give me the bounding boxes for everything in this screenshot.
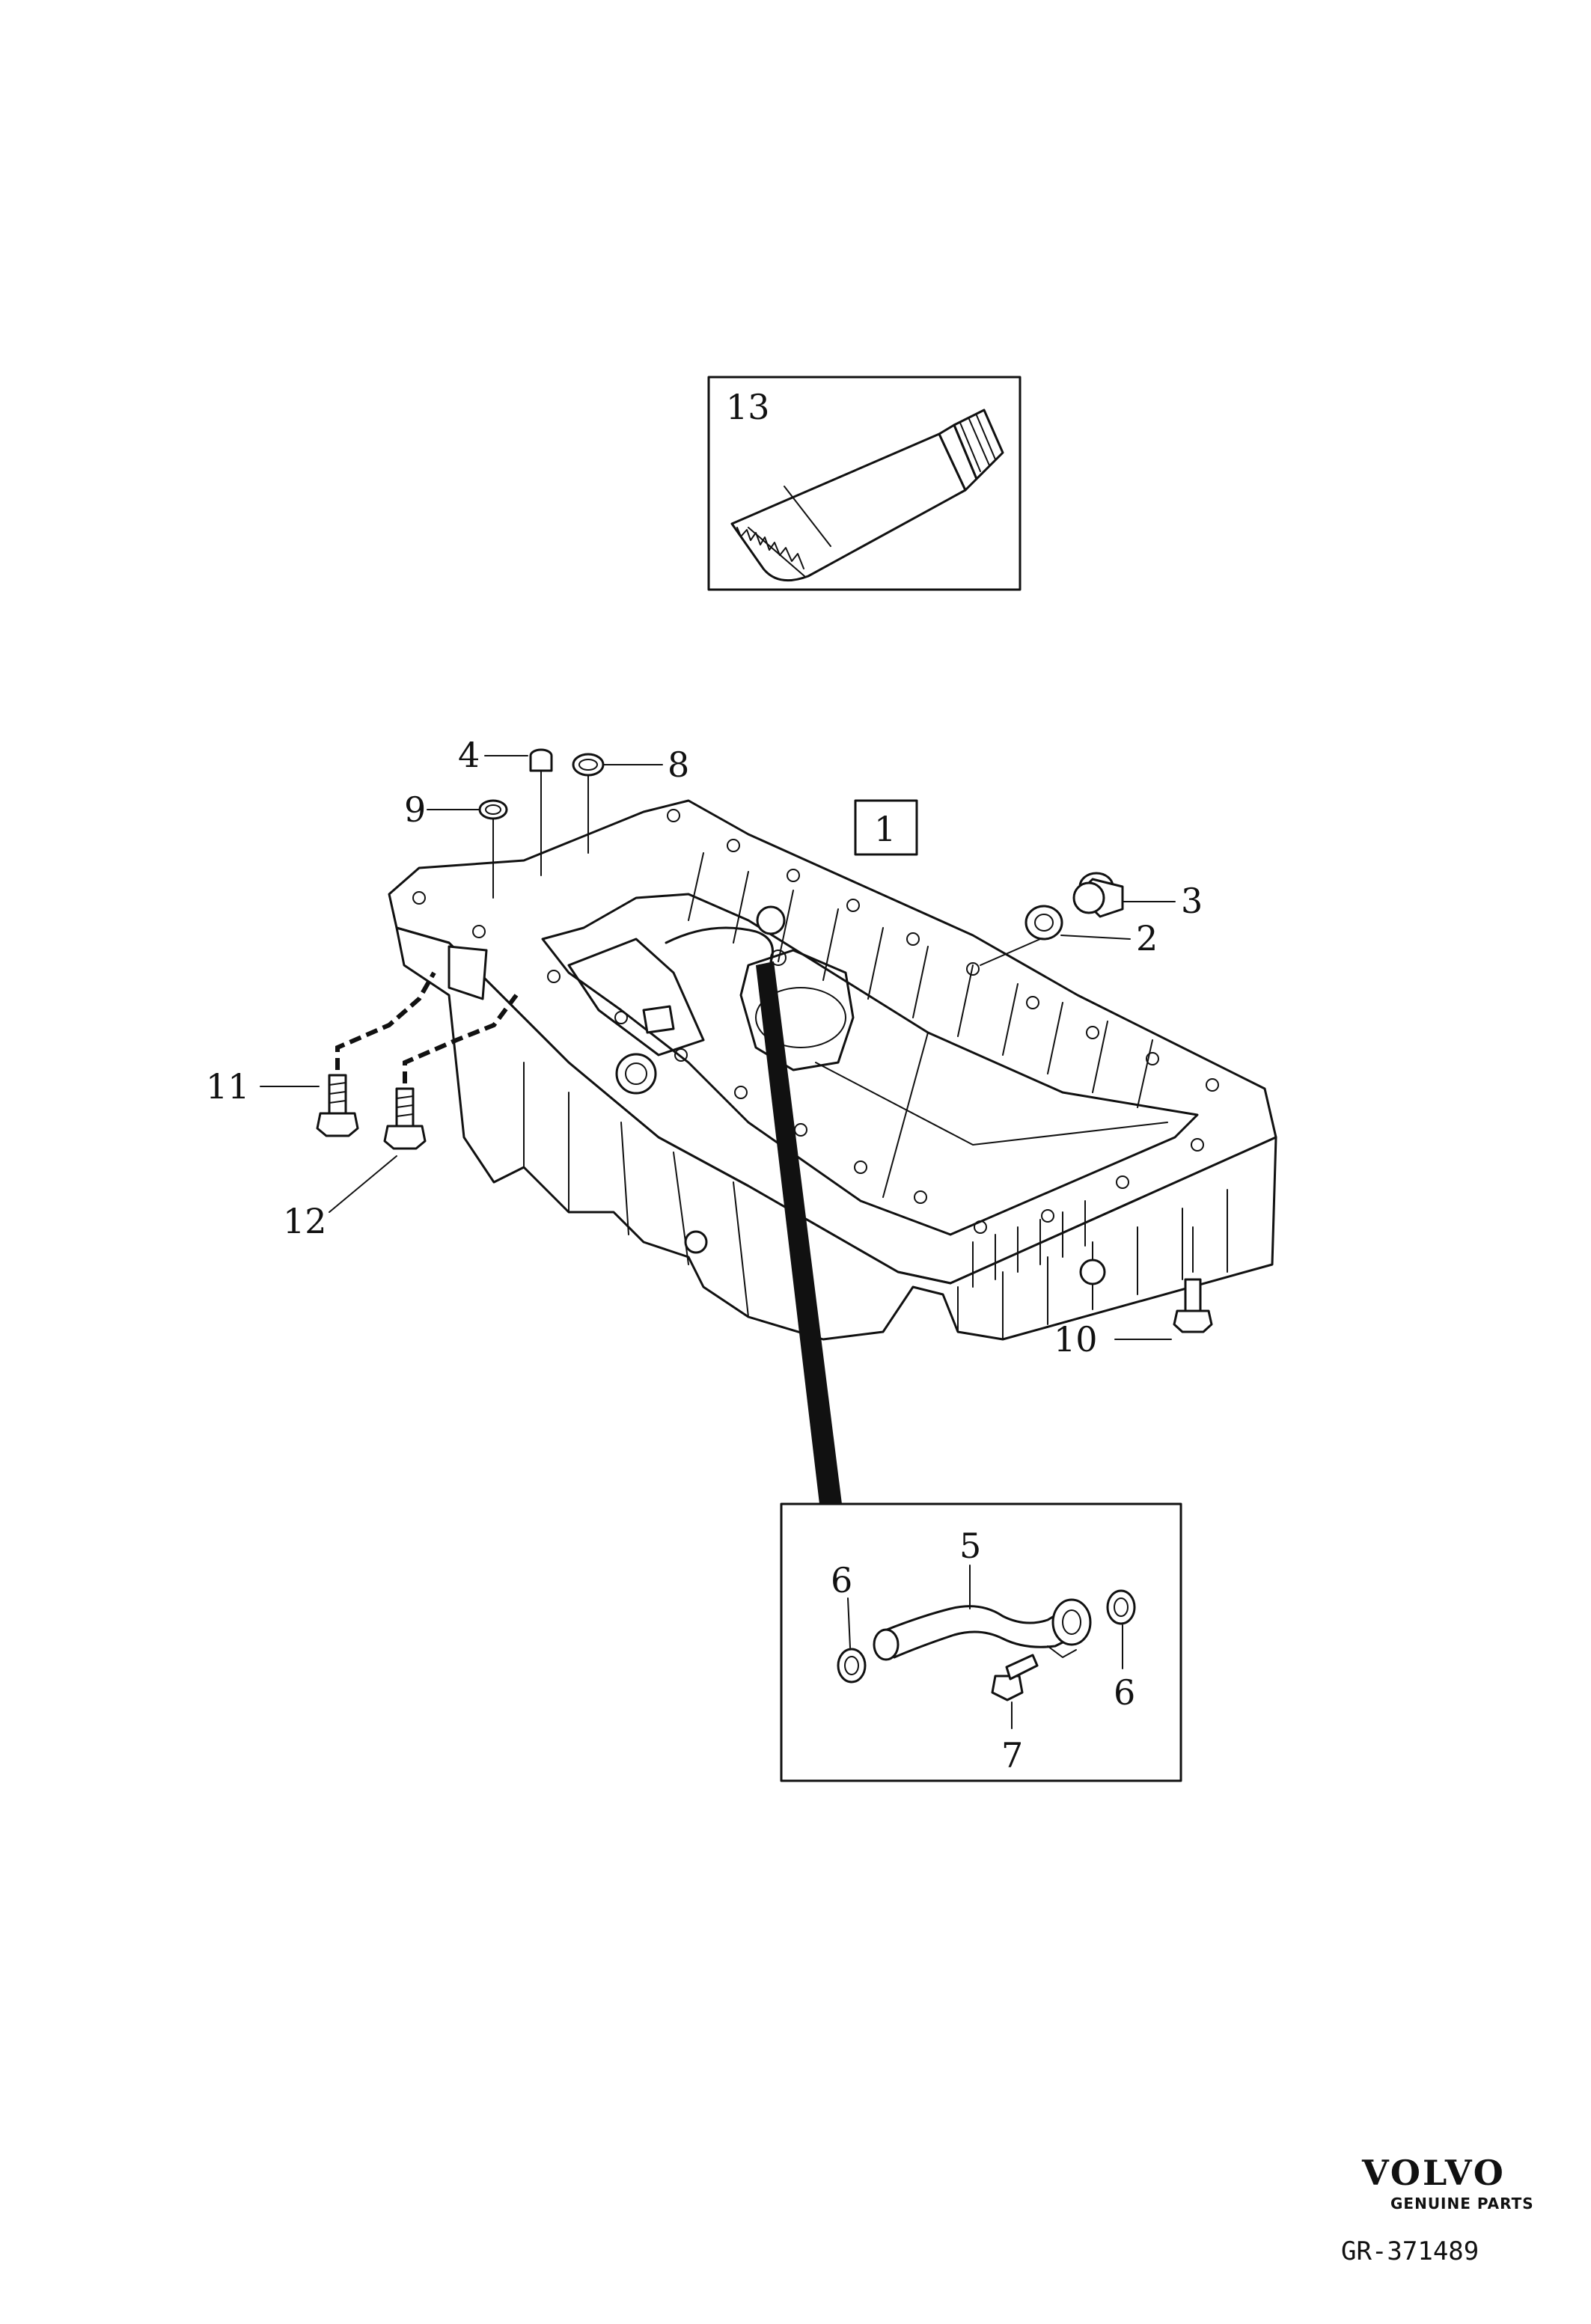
bolt-icon [316, 1074, 359, 1137]
inset-frame-oil-pipe [780, 1502, 1182, 1782]
bolt-icon [529, 748, 553, 876]
o-ring-icon [1106, 1589, 1136, 1625]
callout-10: 10 [1054, 1319, 1098, 1360]
bolt-icon [991, 1654, 1039, 1701]
bolt-icon [383, 1087, 427, 1150]
detail-pointer [756, 961, 842, 1504]
callout-4: 4 [458, 735, 480, 775]
reference-number: GR-371489 [1341, 2236, 1479, 2266]
callout-6b: 6 [1114, 1672, 1135, 1713]
callout-8: 8 [668, 744, 689, 785]
volvo-logo: VOLVO GENUINE PARTS [1361, 2153, 1534, 2213]
logo-tagline: GENUINE PARTS [1390, 2195, 1534, 2213]
inset-frame-sealant [707, 376, 1022, 591]
inset-sealant: 13 [707, 376, 1022, 591]
callout-7: 7 [1001, 1735, 1023, 1776]
callout-frame-1 [854, 799, 918, 856]
callout-6a: 6 [831, 1560, 852, 1600]
callout-5: 5 [959, 1526, 981, 1566]
callout-2: 2 [1136, 918, 1158, 958]
oil-pan-icon [388, 799, 1277, 1341]
bolt-icon [1173, 1226, 1213, 1333]
o-ring-icon [837, 1648, 867, 1684]
oil-pipe-icon [873, 1598, 1092, 1661]
callout-12: 12 [283, 1201, 327, 1241]
callout-9: 9 [404, 789, 426, 830]
bolt-path-12 [403, 994, 519, 1083]
callout-11: 11 [206, 1066, 250, 1107]
washer-icon [1024, 905, 1063, 941]
sealant-tube-icon [730, 409, 1004, 582]
inset-oil-pipe: 6 5 6 7 [780, 1502, 1182, 1782]
callout-1: 1 [874, 809, 896, 849]
bolt-path-11 [335, 971, 436, 1070]
leader-lines [260, 755, 1176, 1340]
drain-plug-icon [1072, 872, 1124, 918]
callout-13: 13 [726, 387, 770, 427]
flange-holes [412, 809, 1219, 1234]
logo-text: VOLVO [1361, 2153, 1506, 2193]
callout-3: 3 [1181, 881, 1203, 921]
